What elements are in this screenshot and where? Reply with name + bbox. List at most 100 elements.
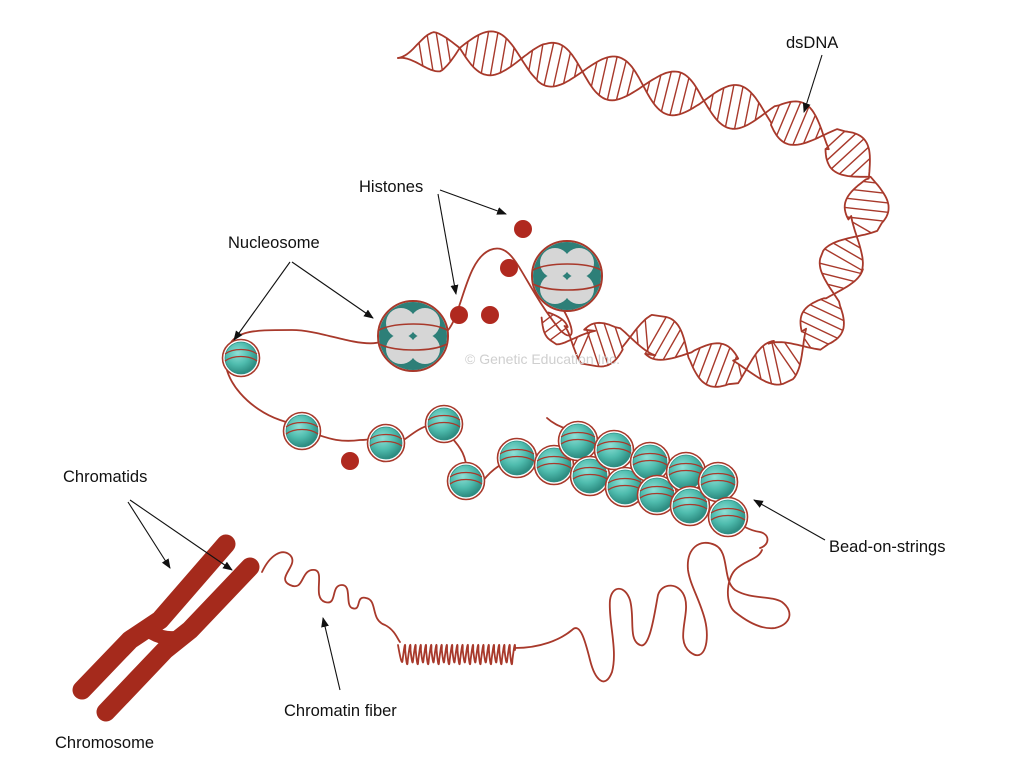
- base-pair-rung: [820, 298, 842, 310]
- nucleosome-bead: [593, 429, 635, 471]
- nucleosome-bead: [446, 461, 486, 501]
- histones-label: Histones: [359, 178, 423, 196]
- base-pair-rung: [783, 101, 802, 143]
- base-pair-rung: [792, 106, 810, 146]
- nucleosome-bead: [669, 485, 711, 527]
- base-pair-rung: [814, 126, 822, 140]
- dsdna-base-pairs: [418, 31, 889, 388]
- base-pair-rung: [689, 87, 697, 110]
- base-pair-rung: [802, 311, 844, 332]
- nucleosome-bead: [707, 496, 749, 538]
- histone-dot: [341, 452, 359, 470]
- base-pair-rung: [679, 77, 690, 115]
- base-pair-rung: [754, 354, 762, 380]
- base-pair-rung: [852, 221, 872, 234]
- base-pair-rung: [489, 32, 499, 76]
- base-pair-rung: [464, 41, 469, 57]
- base-pair-rung: [853, 189, 884, 194]
- base-pair-rung: [426, 35, 434, 71]
- base-pair-rung: [716, 87, 725, 121]
- annotation-arrows: [127, 54, 826, 691]
- nucleosome-bead: [366, 423, 406, 463]
- base-pair-rung: [714, 347, 731, 388]
- base-pair-rung: [826, 133, 857, 161]
- base-pair-rung: [499, 38, 507, 73]
- base-pair-rung: [536, 44, 544, 80]
- nucleosome-bead: [221, 338, 261, 378]
- base-pair-rung: [541, 313, 554, 324]
- base-pair-rung: [709, 94, 714, 111]
- dsdna-strand-b: [397, 31, 890, 388]
- base-pair-rung: [577, 332, 591, 359]
- base-pair-rung: [827, 283, 845, 290]
- base-pair-rung: [754, 102, 760, 121]
- base-pair-rung: [552, 45, 564, 87]
- base-pair-rung: [626, 69, 635, 96]
- base-pair-rung: [824, 248, 863, 271]
- base-pair-rung: [832, 242, 864, 261]
- base-pair-rung: [544, 318, 563, 334]
- chromatin-fiber-label: Chromatin fiber: [284, 702, 397, 720]
- base-pair-rung: [573, 63, 579, 78]
- base-pair-rung: [800, 319, 838, 339]
- histone-dot: [514, 220, 532, 238]
- nucleosome-bead: [424, 404, 464, 444]
- base-pair-rung: [445, 37, 451, 62]
- chromosome-label: Chromosome: [55, 734, 154, 752]
- base-pair-rung: [737, 363, 743, 378]
- base-pair-rung: [762, 345, 773, 384]
- base-pair-rung: [528, 50, 534, 71]
- base-pair-rung: [863, 180, 876, 184]
- base-pair-rung: [662, 329, 682, 361]
- base-pair-rung: [821, 272, 855, 283]
- base-pair-rung: [644, 319, 649, 352]
- nucleosome-bead: [665, 451, 707, 493]
- chromosome: [72, 534, 260, 722]
- base-pair-rung: [724, 84, 735, 127]
- watermark: © Genetic Education Inc.: [465, 351, 620, 367]
- base-pair-rung: [606, 56, 618, 100]
- base-pair-rung: [418, 42, 424, 67]
- base-pair-rung: [776, 101, 792, 136]
- base-pair-rung: [472, 34, 480, 67]
- histone-dot: [450, 306, 468, 324]
- base-pair-rung: [652, 320, 676, 360]
- base-pair-rung: [839, 146, 869, 175]
- nucleosome-bead: [629, 441, 671, 483]
- base-pair-rung: [850, 157, 871, 177]
- base-pair-rung: [825, 130, 846, 150]
- base-pair-rung: [819, 262, 862, 275]
- chromatin-fiber: [261, 541, 791, 683]
- base-pair-rung: [646, 81, 651, 93]
- nucleosome-label: Nucleosome: [228, 234, 320, 252]
- base-pair-rung: [593, 323, 609, 366]
- histone-dot: [500, 259, 518, 277]
- nucleosome-octamer-1: [377, 300, 449, 372]
- base-pair-rung: [480, 31, 490, 74]
- base-pair-rung: [435, 32, 443, 71]
- base-pair-rung: [733, 86, 744, 129]
- base-pair-rung: [598, 57, 609, 96]
- condensed-fiber-coil: [397, 643, 516, 666]
- base-pair-rung: [644, 316, 667, 355]
- centromere-cross: [138, 621, 190, 646]
- base-pair-rung: [549, 326, 569, 341]
- base-pair-rung: [846, 197, 889, 204]
- bead-on-strings-label: Bead-on-strings: [829, 538, 945, 556]
- base-pair-rung: [801, 330, 829, 345]
- nucleosome-beads: [221, 338, 749, 538]
- dsdna-label: dsDNA: [786, 34, 838, 52]
- nucleosome-bead: [496, 437, 538, 479]
- base-pair-rung: [572, 336, 579, 347]
- base-pair-rung: [772, 342, 797, 376]
- base-pair-rung: [831, 138, 865, 170]
- base-pair-rung: [770, 104, 780, 126]
- base-pair-rung: [603, 323, 617, 360]
- base-pair-rung: [660, 71, 672, 112]
- base-pair-rung: [590, 61, 598, 87]
- base-pair-rung: [803, 337, 812, 349]
- nucleosome-octamer-2: [531, 240, 603, 312]
- base-pair-rung: [698, 343, 713, 378]
- base-pair-rung: [809, 304, 845, 322]
